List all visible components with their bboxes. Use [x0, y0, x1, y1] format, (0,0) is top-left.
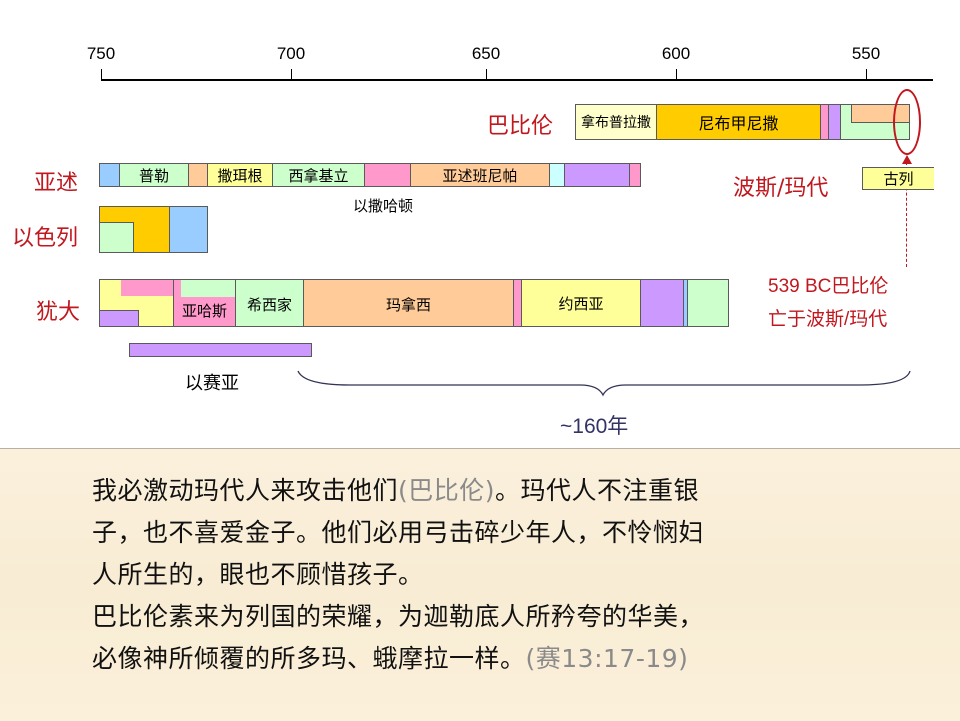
tick-label-550: 550 — [851, 44, 881, 63]
esarhaddon-label: 以撒哈顿 — [353, 197, 414, 215]
segment-jehoiakim — [640, 279, 684, 327]
nation-label-assyria: 亚述 — [34, 171, 79, 196]
arrow-up-icon — [902, 155, 912, 164]
years-span-label: ~160年 — [560, 415, 629, 438]
segment-assyria-king-1 — [99, 163, 120, 187]
segment-label: 亚述班尼帕 — [442, 166, 518, 185]
isaiah-ministry-bar — [129, 343, 312, 357]
segment-judah-jotham — [121, 280, 173, 296]
nation-label-israel: 以色列 — [12, 226, 79, 251]
tick-label-600: 600 — [661, 44, 691, 63]
quote-text: 我必激动玛代人来攻击他们 — [92, 476, 399, 505]
span-brace-icon — [297, 370, 911, 397]
segment-sennacherib: 西拿基立 — [272, 163, 365, 187]
fall-note-line1: 539 BC巴比伦 — [768, 276, 889, 297]
quote-text: 必像神所倾覆的所多玛、蛾摩拉一样。 — [92, 644, 526, 673]
tick-mark — [866, 69, 867, 80]
segment-hezekiah: 希西家 — [235, 279, 304, 327]
segment-nebuchadnezzar: 尼布甲尼撒 — [656, 104, 821, 140]
fall-of-babylon-ellipse — [893, 89, 921, 155]
segment-label: 尼布甲尼撒 — [698, 114, 779, 133]
quote-reference: (赛13:17-19) — [525, 644, 689, 673]
segment-zedekiah — [687, 279, 729, 327]
segment-israel-king-3 — [169, 206, 208, 253]
quote-text: 。玛代人不注重银 — [495, 476, 700, 505]
tick-mark — [101, 69, 102, 80]
segment-assyria-king-8 — [549, 163, 565, 187]
fall-pointer-dashed-line — [906, 162, 907, 267]
axis-line — [101, 79, 933, 81]
segment-assyria-king-9 — [564, 163, 630, 187]
segment-manasseh: 玛拿西 — [303, 279, 514, 327]
tick-label-650: 650 — [471, 44, 501, 63]
segment-label: 亚哈斯 — [181, 302, 227, 320]
segment-assyria-king-3 — [188, 163, 208, 187]
segment-label: 约西亚 — [558, 294, 604, 313]
quote-line-1: 我必激动玛代人来攻击他们(巴比伦)。玛代人不注重银 — [92, 471, 699, 507]
segment-label: 古列 — [883, 170, 914, 188]
segment-label: 西拿基立 — [288, 166, 349, 185]
segment-label: 撒珥根 — [217, 166, 263, 185]
segment-judah-coregent — [99, 310, 139, 327]
fall-note-line2: 亡于波斯/玛代 — [768, 309, 888, 330]
quote-line-2: 子，也不喜爱金子。他们必用弓击碎少年人，不怜悯妇 — [92, 518, 705, 547]
segment-josiah: 约西亚 — [521, 279, 641, 327]
tick-mark — [486, 69, 487, 80]
tick-mark — [291, 69, 292, 80]
segment-sargon: 撒珥根 — [207, 163, 273, 187]
isaiah-label: 以赛亚 — [185, 373, 239, 394]
nation-label-judah: 犹大 — [36, 300, 81, 325]
segment-hezekiah-coregency — [181, 280, 236, 297]
tick-label-750: 750 — [86, 44, 116, 63]
nation-label-persia: 波斯/玛代 — [733, 176, 829, 201]
scripture-quote-panel: 我必激动玛代人来攻击他们(巴比伦)。玛代人不注重银 子，也不喜爱金子。他们必用弓… — [0, 448, 960, 721]
segment-pul: 普勒 — [119, 163, 189, 187]
segment-ashurbanipal: 亚述班尼帕 — [410, 163, 550, 187]
segment-label: 玛拿西 — [385, 296, 431, 314]
segment-assyria-king-10 — [629, 163, 641, 187]
segment-label: 普勒 — [138, 166, 169, 185]
segment-label: 拿布普拉撒 — [581, 115, 651, 131]
tick-label-700: 700 — [276, 44, 306, 63]
segment-label: 希西家 — [246, 296, 292, 314]
segment-esarhaddon — [364, 163, 411, 187]
segment-israel-king-1 — [99, 222, 134, 253]
segment-nabopolassar: 拿布普拉撒 — [575, 104, 657, 140]
quote-line-5: 必像神所倾覆的所多玛、蛾摩拉一样。(赛13:17-19) — [92, 639, 688, 675]
segment-cyrus: 古列 — [862, 167, 934, 190]
nation-label-babylon: 巴比伦 — [487, 114, 554, 139]
quote-aside: (巴比伦) — [398, 476, 496, 505]
quote-line-3: 人所生的，眼也不顾惜孩子。 — [92, 560, 424, 589]
tick-mark — [676, 69, 677, 80]
quote-line-4: 巴比伦素来为列国的荣耀，为迦勒底人所矜夸的华美， — [92, 602, 705, 631]
